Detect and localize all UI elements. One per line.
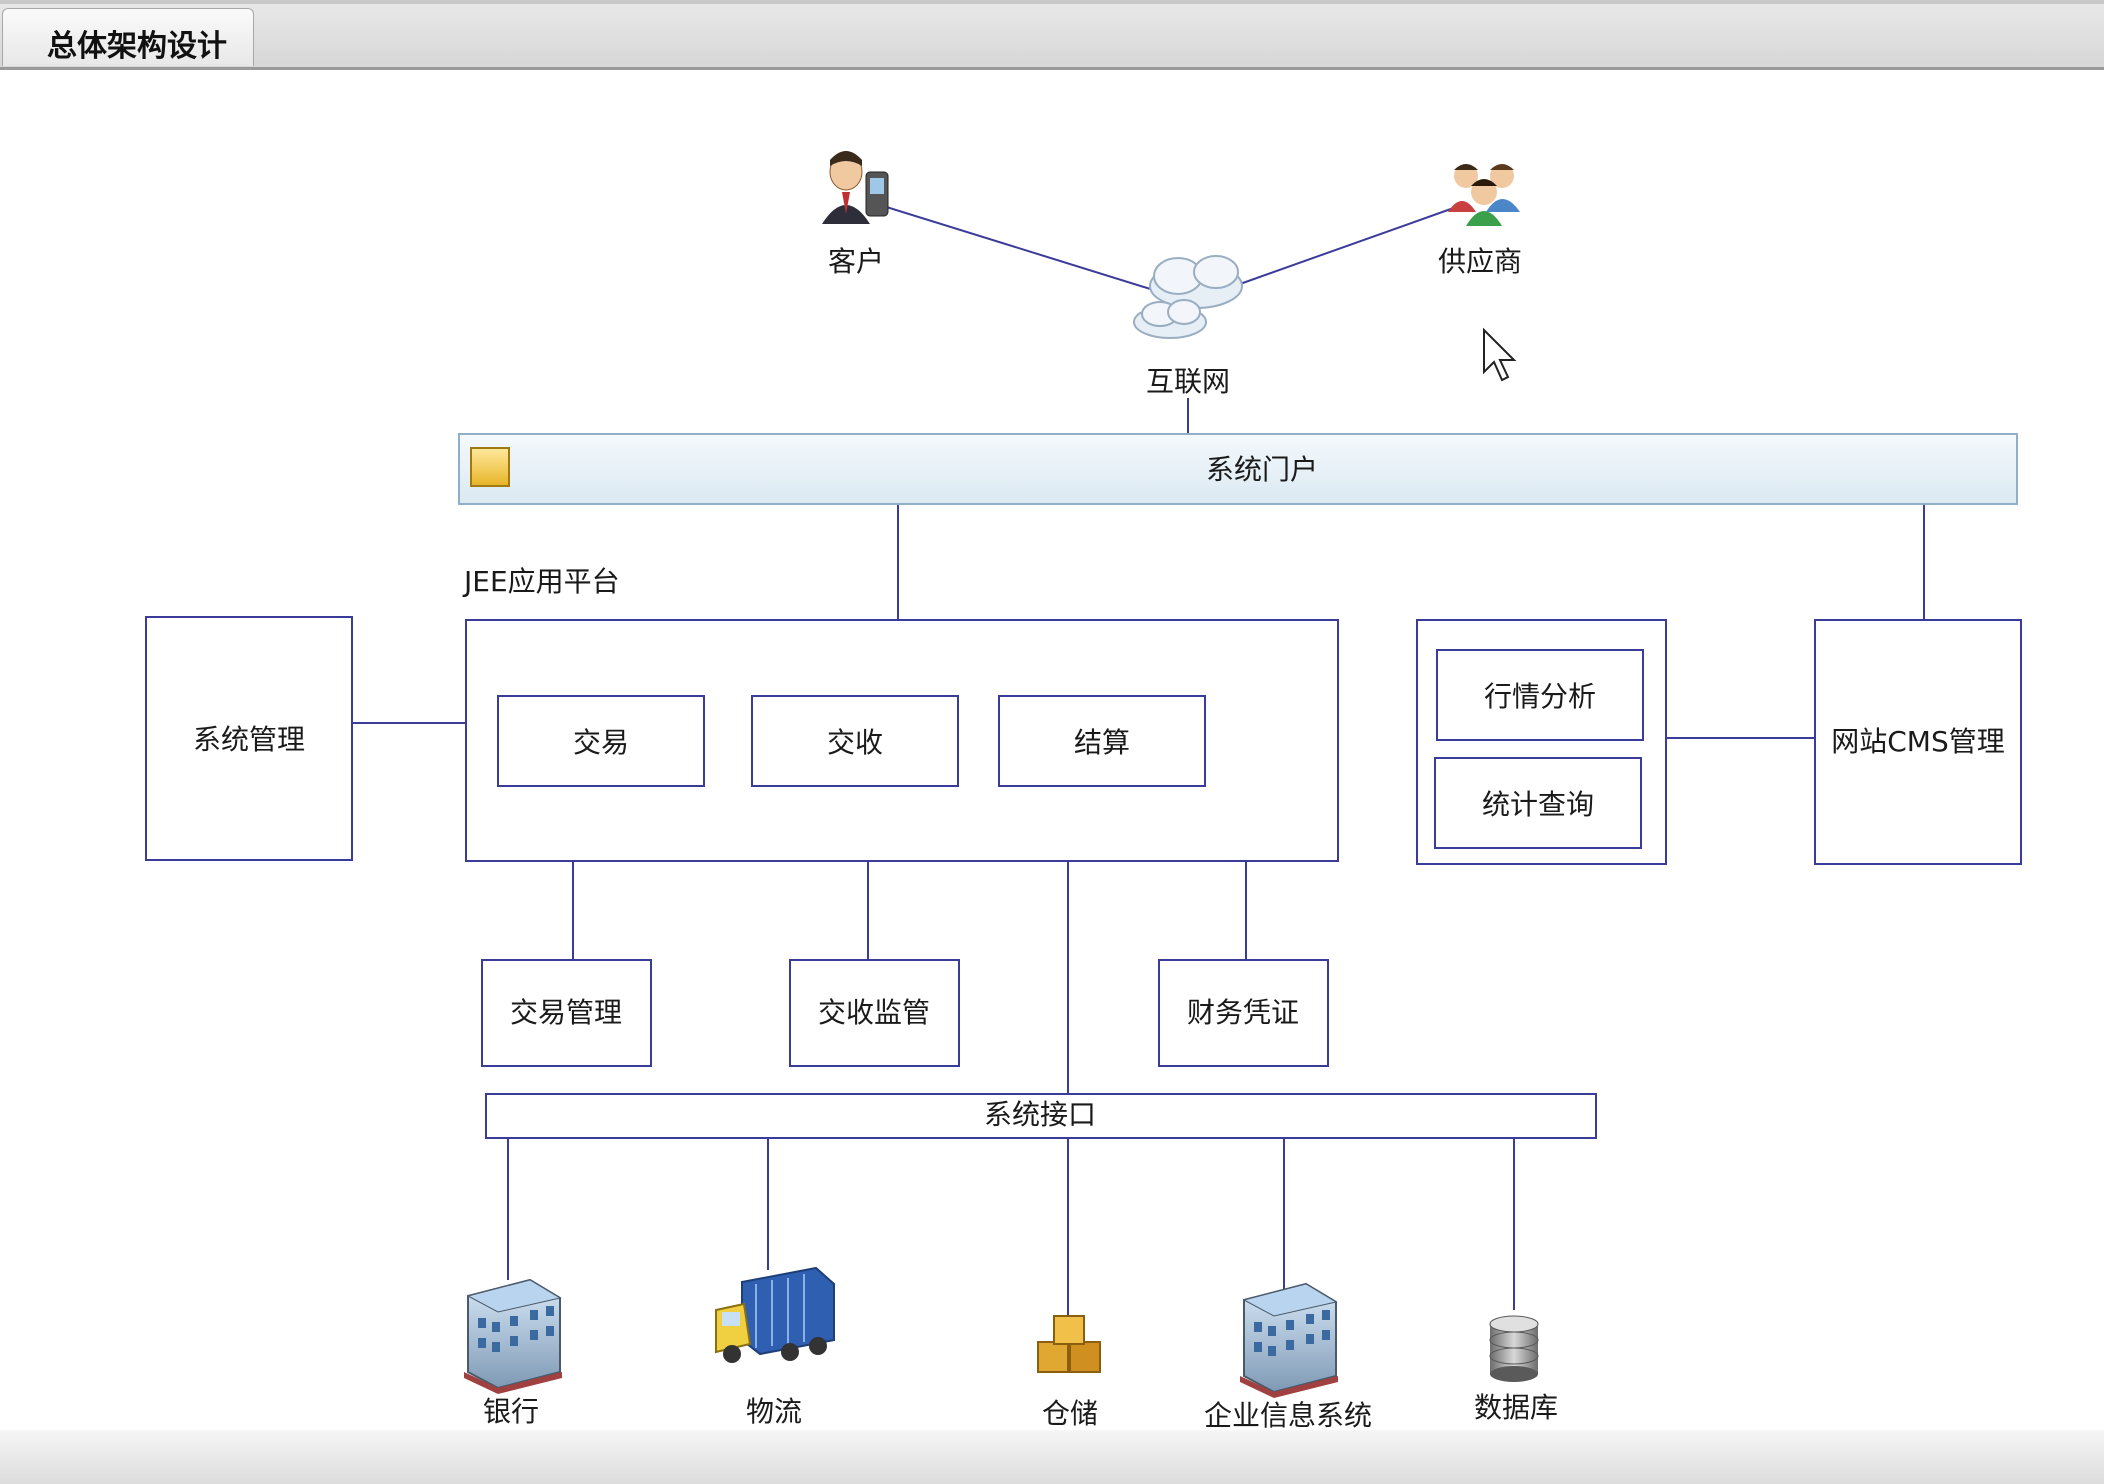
cms-management-label: 网站CMS管理 <box>1831 725 2005 758</box>
system-management-box[interactable] <box>145 616 353 861</box>
stats-query-box[interactable] <box>1434 757 1642 849</box>
system-portal-label: 系统门户 <box>1205 453 1319 486</box>
cms-management-box[interactable] <box>1814 619 2022 865</box>
logistics-label: 物流 <box>745 1395 803 1428</box>
trade-module-box[interactable] <box>497 695 705 787</box>
logistics-truck-icon <box>715 1266 835 1363</box>
supplier-label: 供应商 <box>1437 245 1523 278</box>
warehouse-boxes-icon <box>1037 1315 1101 1373</box>
cloud-icon <box>1133 255 1243 339</box>
system-interface-label: 系统接口 <box>983 1098 1097 1131</box>
market-analysis-box[interactable] <box>1436 649 1644 741</box>
market-analysis-label: 行情分析 <box>1483 680 1597 713</box>
settlement-module-label: 结算 <box>1073 726 1131 759</box>
supplier-icon <box>1448 164 1520 226</box>
receive-monitor-box[interactable] <box>789 959 960 1067</box>
receive-monitor-label: 交收监管 <box>817 996 931 1029</box>
portal-node-icon <box>470 447 510 487</box>
customer-icon <box>822 151 889 224</box>
connector-lines <box>352 204 1925 1320</box>
finance-voucher-label: 财务凭证 <box>1186 996 1300 1029</box>
receive-module-label: 交收 <box>826 726 884 759</box>
trade-management-label: 交易管理 <box>509 996 623 1029</box>
mouse-cursor-icon <box>1483 327 1517 382</box>
stats-query-label: 统计查询 <box>1481 788 1595 821</box>
bank-building-icon <box>464 1278 562 1394</box>
warehouse-label: 仓储 <box>1041 1397 1099 1430</box>
jee-platform-label: JEE应用平台 <box>464 565 620 598</box>
bottom-bar <box>0 1430 2104 1484</box>
system-portal-bar[interactable] <box>458 433 2018 505</box>
bank-label: 银行 <box>482 1395 540 1428</box>
customer-label: 客户 <box>827 245 885 278</box>
system-interface-bar[interactable] <box>485 1093 1597 1139</box>
enterprise-info-label: 企业信息系统 <box>1203 1399 1373 1432</box>
trade-module-label: 交易 <box>572 726 630 759</box>
enterprise-building-icon <box>1240 1282 1338 1398</box>
internet-label: 互联网 <box>1145 365 1231 398</box>
receive-module-box[interactable] <box>751 695 959 787</box>
system-management-label: 系统管理 <box>192 723 306 756</box>
database-label: 数据库 <box>1473 1391 1559 1424</box>
settlement-module-box[interactable] <box>998 695 1206 787</box>
tab-architecture[interactable]: 总体架构设计 <box>2 8 254 66</box>
finance-voucher-box[interactable] <box>1158 959 1329 1067</box>
title-bar: 总体架构设计 <box>0 0 2104 70</box>
trade-management-box[interactable] <box>481 959 652 1067</box>
tab-label: 总体架构设计 <box>47 29 227 64</box>
database-icon <box>1489 1315 1539 1382</box>
